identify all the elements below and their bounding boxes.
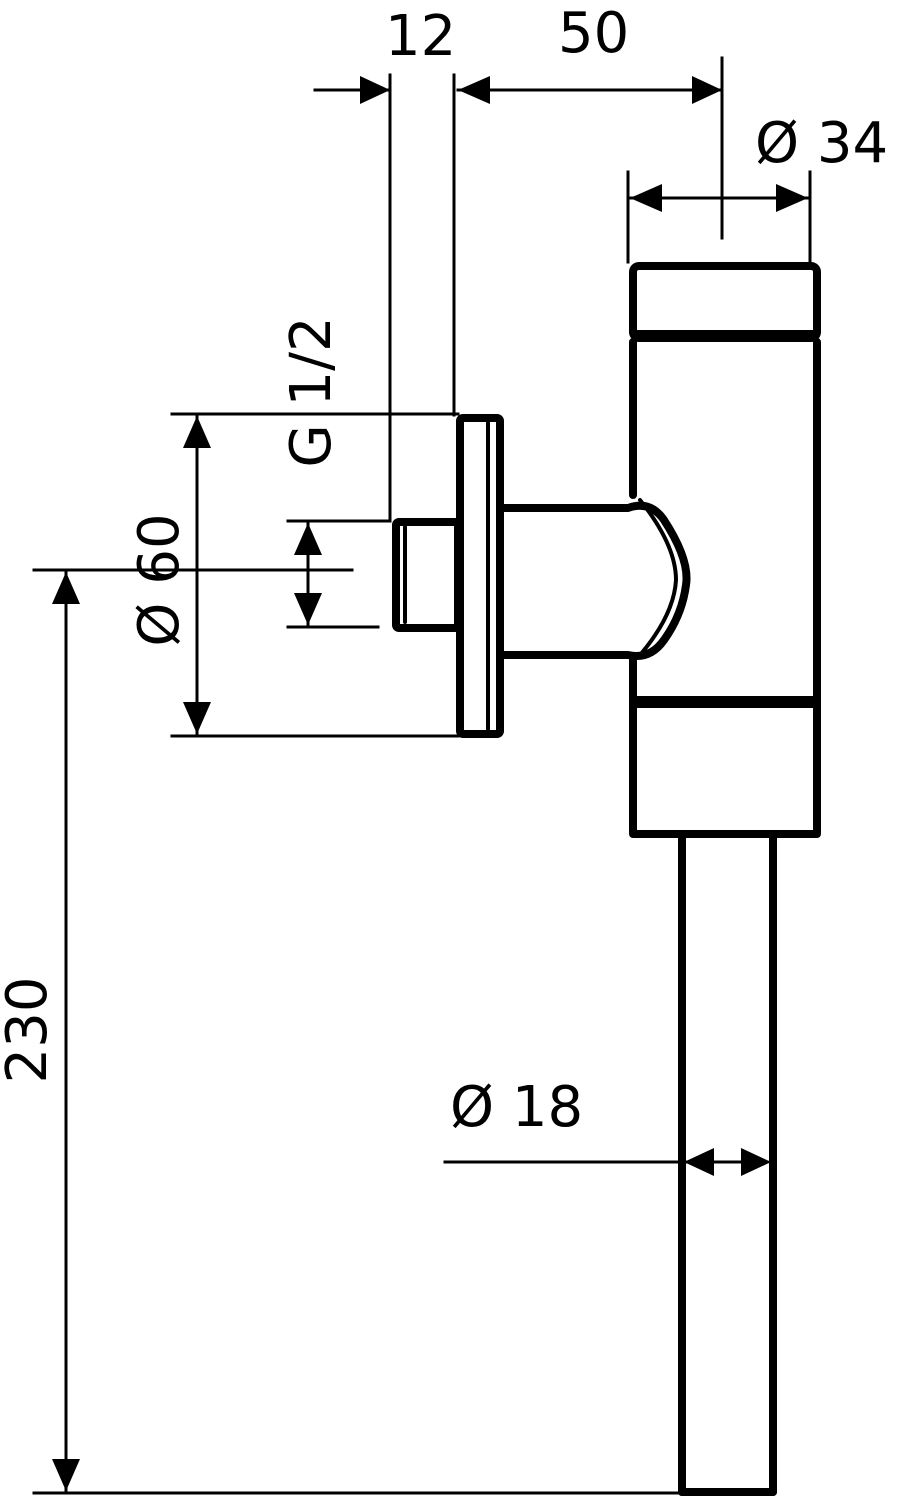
side-branch bbox=[496, 501, 691, 660]
dimension-diameter-18: Ø 18 bbox=[443, 1075, 771, 1176]
arrow-18-right bbox=[741, 1148, 771, 1176]
dimension-60-label: Ø 60 bbox=[127, 513, 192, 646]
arrow-60-top bbox=[183, 416, 211, 448]
lower-collar bbox=[629, 696, 821, 838]
arrow-50-left bbox=[458, 76, 490, 104]
arrow-50-right bbox=[692, 76, 722, 104]
dimension-12: 12 bbox=[313, 4, 456, 522]
arrow-18-left bbox=[684, 1148, 714, 1176]
arrow-34-right bbox=[776, 184, 808, 212]
dimension-230-label: 230 bbox=[0, 977, 60, 1084]
valve-body bbox=[392, 262, 821, 1496]
wall-flange bbox=[456, 414, 504, 738]
arrow-60-bottom bbox=[183, 702, 211, 734]
dimension-18-label: Ø 18 bbox=[450, 1075, 583, 1140]
dimension-50-label: 50 bbox=[558, 1, 629, 66]
dimension-thread: G 1/2 bbox=[279, 316, 392, 629]
main-body bbox=[629, 338, 821, 704]
arrow-12-left bbox=[360, 76, 390, 104]
top-cap bbox=[629, 262, 821, 342]
dimension-34-label: Ø 34 bbox=[755, 111, 888, 176]
arrow-thread-bottom bbox=[294, 593, 322, 625]
branch-inner-curve bbox=[638, 498, 679, 657]
dimension-diameter-34: Ø 34 bbox=[626, 111, 888, 264]
dimension-50: 50 bbox=[456, 1, 724, 240]
thread-label: G 1/2 bbox=[279, 316, 344, 467]
dimension-12-label: 12 bbox=[385, 4, 456, 69]
threaded-connector bbox=[392, 518, 462, 632]
arrow-230-top bbox=[52, 572, 80, 604]
arrow-34-left bbox=[630, 184, 662, 212]
dimension-diameter-60: Ø 60 bbox=[127, 412, 460, 738]
arrow-230-bottom bbox=[52, 1459, 80, 1491]
arrow-thread-top bbox=[294, 523, 322, 555]
dimension-230: 230 bbox=[0, 568, 684, 1495]
